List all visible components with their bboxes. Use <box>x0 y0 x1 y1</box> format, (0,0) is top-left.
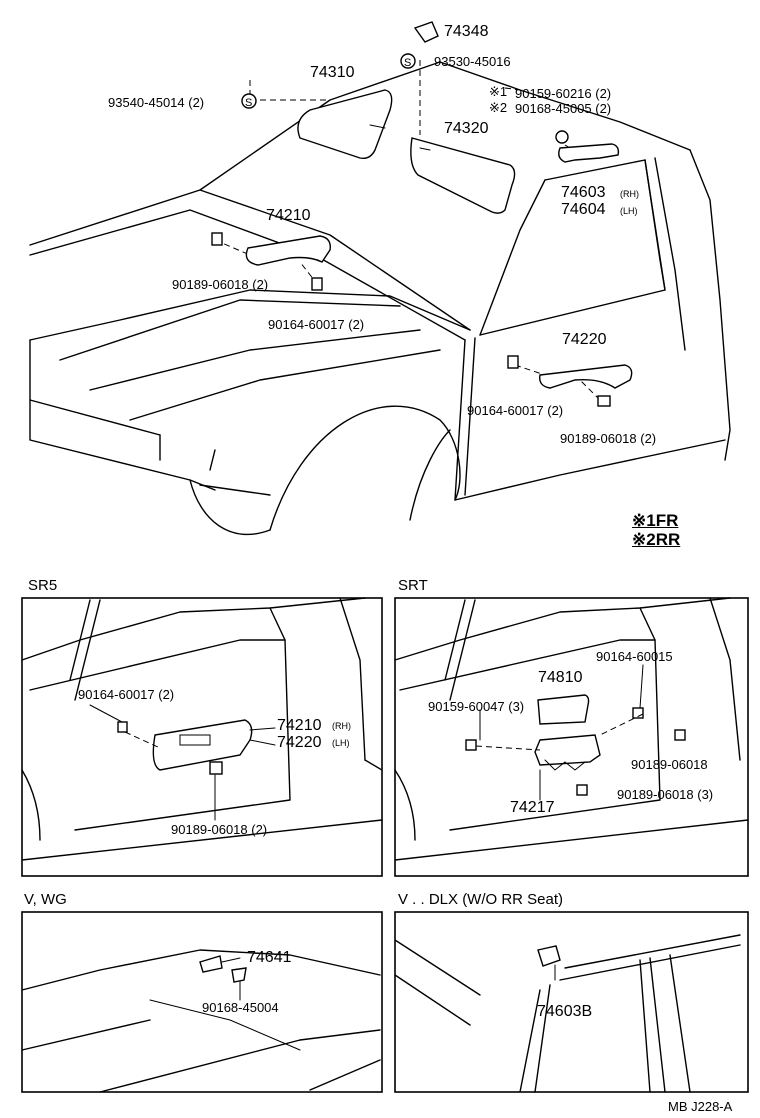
assist-grip-74220 <box>507 355 633 407</box>
vdlx-frame <box>394 911 749 1093</box>
sr5-part-90189-06018: 90189-06018 (2) <box>171 822 268 837</box>
sr5-part-74210: 74210 <box>277 717 322 734</box>
part-number-74310: 74310 <box>310 64 355 81</box>
part-number-74320: 74320 <box>444 120 489 137</box>
part-number-93540-45014: 93540-45014 (2) <box>108 95 205 110</box>
part-number-90189-06018: 90189-06018 (2) <box>172 277 269 292</box>
screw-93540-icon: S <box>241 93 257 109</box>
vwg-frame <box>21 911 383 1093</box>
section-title-vwg: V, WG <box>24 891 67 908</box>
part-number-90168-45005: 90168-45005 (2) <box>515 101 612 116</box>
vehicle-outline <box>29 60 731 535</box>
svg-text:S: S <box>404 57 411 69</box>
lh-note: (LH) <box>620 206 638 216</box>
sun-visor-74310 <box>297 89 393 160</box>
assist-grip-74210 <box>211 232 331 291</box>
rh-note: (RH) <box>620 189 639 199</box>
drawing-code: MB J228-A <box>668 1099 733 1114</box>
vwg-part-90168-45004: 90168-45004 <box>202 1000 279 1015</box>
part-number-90164-60017-b: 90164-60017 (2) <box>467 403 564 418</box>
part-number-90164-60017: 90164-60017 (2) <box>268 317 365 332</box>
section-title-sr5: SR5 <box>28 577 58 594</box>
vwg-drawing <box>21 949 381 1093</box>
vdlx-part-74603b: 74603B <box>537 1003 593 1020</box>
sun-visor-74320 <box>410 137 516 214</box>
srt-part-90189-06018-3: 90189-06018 (3) <box>617 787 714 802</box>
part-number-90189-06018-b: 90189-06018 (2) <box>560 431 657 446</box>
section-title-srt: SRT <box>398 577 428 594</box>
part-number-74220: 74220 <box>562 331 607 348</box>
screw-93530-icon: S <box>400 53 416 69</box>
sr5-drawing <box>21 597 383 861</box>
part-number-90159-60216: 90159-60216 (2) <box>515 86 612 101</box>
part-number-74603: 74603 <box>561 184 606 201</box>
srt-part-74217: 74217 <box>510 799 555 816</box>
part-number-74604: 74604 <box>561 201 606 218</box>
section-title-vdlx: V . . DLX (W/O RR Seat) <box>398 891 564 908</box>
sr5-lh-note: (LH) <box>332 738 350 748</box>
srt-drawing <box>394 597 749 861</box>
sr5-part-90164-60017: 90164-60017 (2) <box>78 687 175 702</box>
sr5-rh-note: (RH) <box>332 721 351 731</box>
assist-grip-74603 <box>555 130 620 163</box>
srt-part-74810: 74810 <box>538 669 583 686</box>
vwg-part-74641: 74641 <box>247 949 292 966</box>
vdlx-drawing <box>394 934 741 1093</box>
note-mark-2: ※2 <box>489 100 508 115</box>
part-number-74348: 74348 <box>444 23 489 40</box>
legend-fr: ※1FR <box>632 511 679 530</box>
sr5-part-74220: 74220 <box>277 734 322 751</box>
svg-text:S: S <box>245 97 252 109</box>
clip-74348-icon <box>413 21 439 43</box>
note-mark-1: ※1 <box>489 84 508 99</box>
legend-rr: ※2RR <box>632 530 681 549</box>
srt-part-90164-60015: 90164-60015 <box>596 649 673 664</box>
srt-part-90189-06018: 90189-06018 <box>631 757 708 772</box>
part-number-93530-45016: 93530-45016 <box>434 54 511 69</box>
srt-part-90159-60047: 90159-60047 (3) <box>428 699 525 714</box>
part-number-74210: 74210 <box>266 207 311 224</box>
